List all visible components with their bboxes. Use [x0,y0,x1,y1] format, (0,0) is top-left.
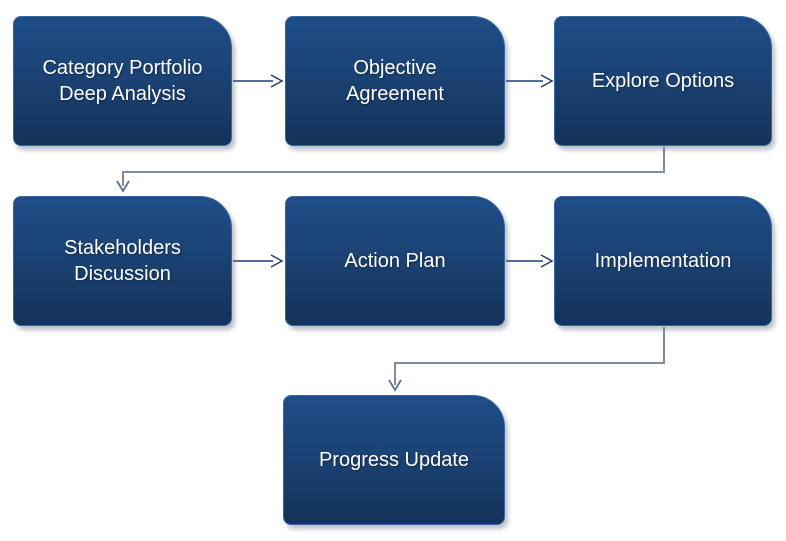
node-label: Stakeholders Discussion [64,237,181,285]
node-label: Implementation [594,250,732,272]
connector-objective-to-explore [506,74,554,88]
node-objective-agreement[interactable]: Objective Agreement [285,16,505,146]
node-explore-options[interactable]: Explore Options [554,16,772,146]
node-category-portfolio-deep-analysis[interactable]: Category Portfolio Deep Analysis [13,16,232,146]
node-label: Action Plan [344,250,446,272]
node-progress-update[interactable]: Progress Update [283,395,505,525]
connector-explore-to-stakeholders [116,147,665,193]
node-implementation[interactable]: Implementation [554,196,772,326]
node-label: Progress Update [318,449,470,471]
connector-implementation-to-progress [388,327,665,392]
connector-stakeholders-to-actionplan [233,254,284,268]
node-label: Objective Agreement [346,57,444,105]
node-label: Explore Options [591,70,735,92]
connector-analysis-to-objective [233,74,284,88]
node-action-plan[interactable]: Action Plan [285,196,505,326]
node-label: Category Portfolio Deep Analysis [42,57,203,105]
node-stakeholders-discussion[interactable]: Stakeholders Discussion [13,196,232,326]
connector-actionplan-to-implementation [506,254,554,268]
